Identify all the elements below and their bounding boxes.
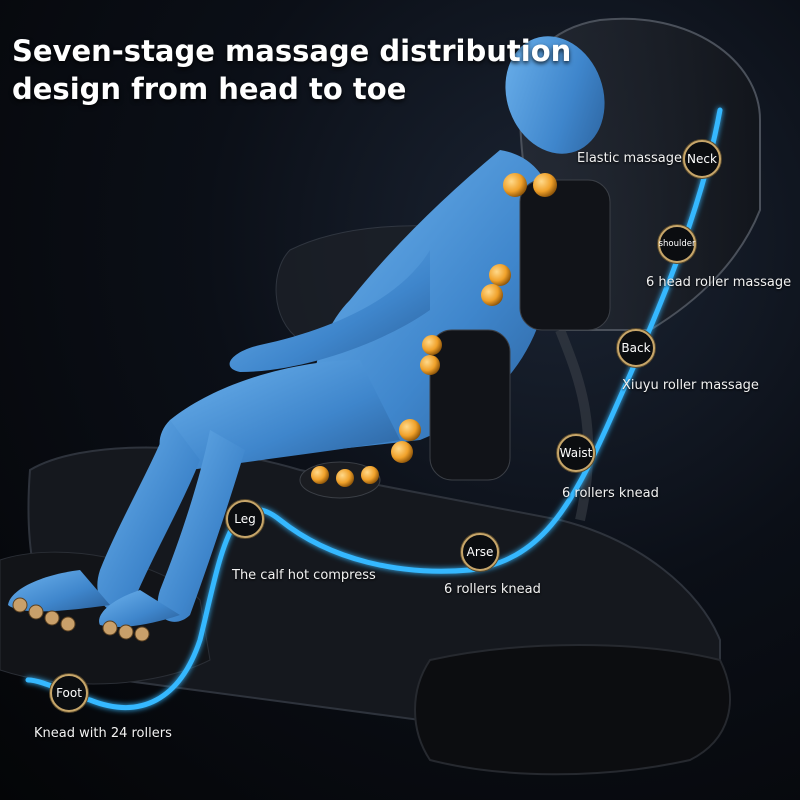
arm	[229, 250, 430, 372]
roller	[481, 284, 503, 306]
foot-2	[99, 590, 180, 627]
chair-rail	[555, 328, 594, 522]
zone-caption-shoulder: 6 head roller massage	[646, 275, 792, 290]
foot	[8, 570, 110, 612]
roller	[391, 441, 413, 463]
zone-caption-neck: Elastic massage	[577, 151, 682, 166]
roller	[489, 264, 511, 286]
zone-badge-leg: Leg	[226, 500, 264, 538]
zone-caption-arse: 6 rollers knead	[444, 582, 541, 597]
roller	[420, 355, 440, 375]
roller	[361, 466, 379, 484]
roller-module-upper	[481, 173, 611, 331]
foot-rollers	[12, 597, 150, 642]
zone-caption-back: Xiuyu roller massage	[622, 378, 759, 393]
zone-badge-shoulder: shoulder	[658, 225, 696, 263]
roller	[311, 466, 329, 484]
zone-caption-foot: Knead with 24 rollers	[34, 726, 172, 741]
zone-badge-foot: Foot	[50, 674, 88, 712]
seat-rollers	[299, 461, 381, 499]
roller	[533, 173, 557, 197]
lower-leg	[97, 420, 200, 613]
headline: Seven-stage massage distribution design …	[12, 32, 571, 108]
roller	[399, 419, 421, 441]
headline-line-2: design from head to toe	[12, 72, 407, 106]
zone-badge-waist: Waist	[557, 434, 595, 472]
lower-leg-2	[157, 430, 245, 622]
roller	[503, 173, 527, 197]
zone-caption-waist: 6 rollers knead	[562, 486, 659, 501]
chair-base	[414, 644, 731, 776]
zone-badge-arse: Arse	[461, 533, 499, 571]
zone-badge-back: Back	[617, 329, 655, 367]
headline-line-1: Seven-stage massage distribution	[12, 34, 572, 68]
glow-track	[25, 107, 723, 710]
zone-caption-leg: The calf hot compress	[232, 568, 376, 583]
zone-badge-neck: Neck	[683, 140, 721, 178]
head	[505, 36, 605, 154]
roller	[336, 469, 354, 487]
roller-module-lower	[391, 329, 511, 481]
upper-leg	[159, 360, 400, 470]
roller	[422, 335, 442, 355]
